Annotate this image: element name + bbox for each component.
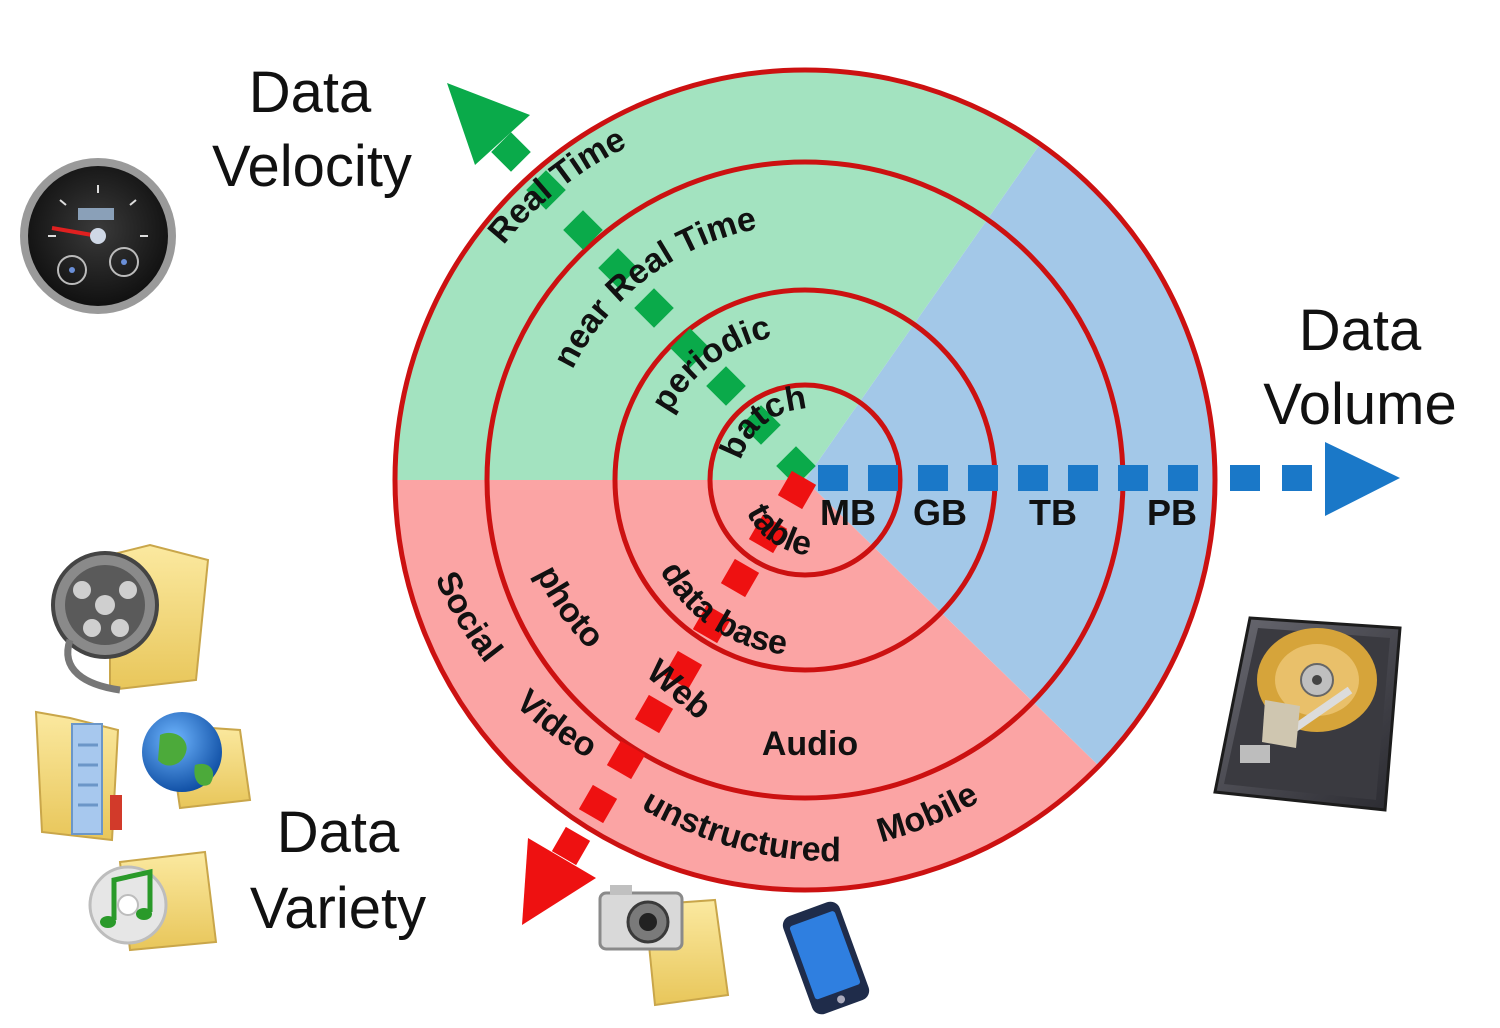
variety-arrow-dashes [551, 470, 817, 866]
velocity-title: Data Velocity [212, 60, 412, 199]
variety-title-line2: Variety [250, 876, 426, 941]
volume-level-tb: TB [1029, 492, 1077, 533]
document-folder-icon [34, 710, 122, 842]
variety-level-audio: Audio [762, 725, 858, 763]
film-reel-folder-icon [51, 543, 210, 694]
speedometer-icon [20, 158, 176, 314]
volume-arrowhead [1325, 442, 1400, 516]
velocity-title-line2: Velocity [212, 134, 412, 199]
volume-level-gb: GB [913, 492, 967, 533]
volume-arrow-dashes [818, 465, 1312, 491]
ring-inner [707, 382, 903, 578]
camera-folder-icon [598, 885, 730, 1007]
volume-title-line1: Data [1299, 298, 1422, 363]
variety-arrow [522, 470, 817, 925]
variety-sector [394, 480, 1100, 891]
volume-sector [805, 144, 1216, 766]
volume-level-pb: PB [1147, 492, 1197, 533]
music-folder-icon [88, 850, 218, 952]
velocity-arrowhead [447, 83, 530, 165]
volume-level-mb: MB [820, 492, 876, 533]
velocity-title-line1: Data [249, 60, 372, 125]
variety-title: Data Variety [250, 800, 426, 941]
variety-arrowhead [522, 838, 596, 925]
globe-folder-icon [142, 712, 252, 810]
hard-drive-icon [1213, 616, 1402, 812]
volume-arrow [818, 442, 1400, 516]
smartphone-icon [782, 901, 870, 1015]
ring-outer [392, 67, 1218, 893]
volume-title: Data Volume [1263, 298, 1456, 437]
volume-title-line2: Volume [1263, 372, 1456, 437]
variety-title-line1: Data [277, 800, 400, 865]
